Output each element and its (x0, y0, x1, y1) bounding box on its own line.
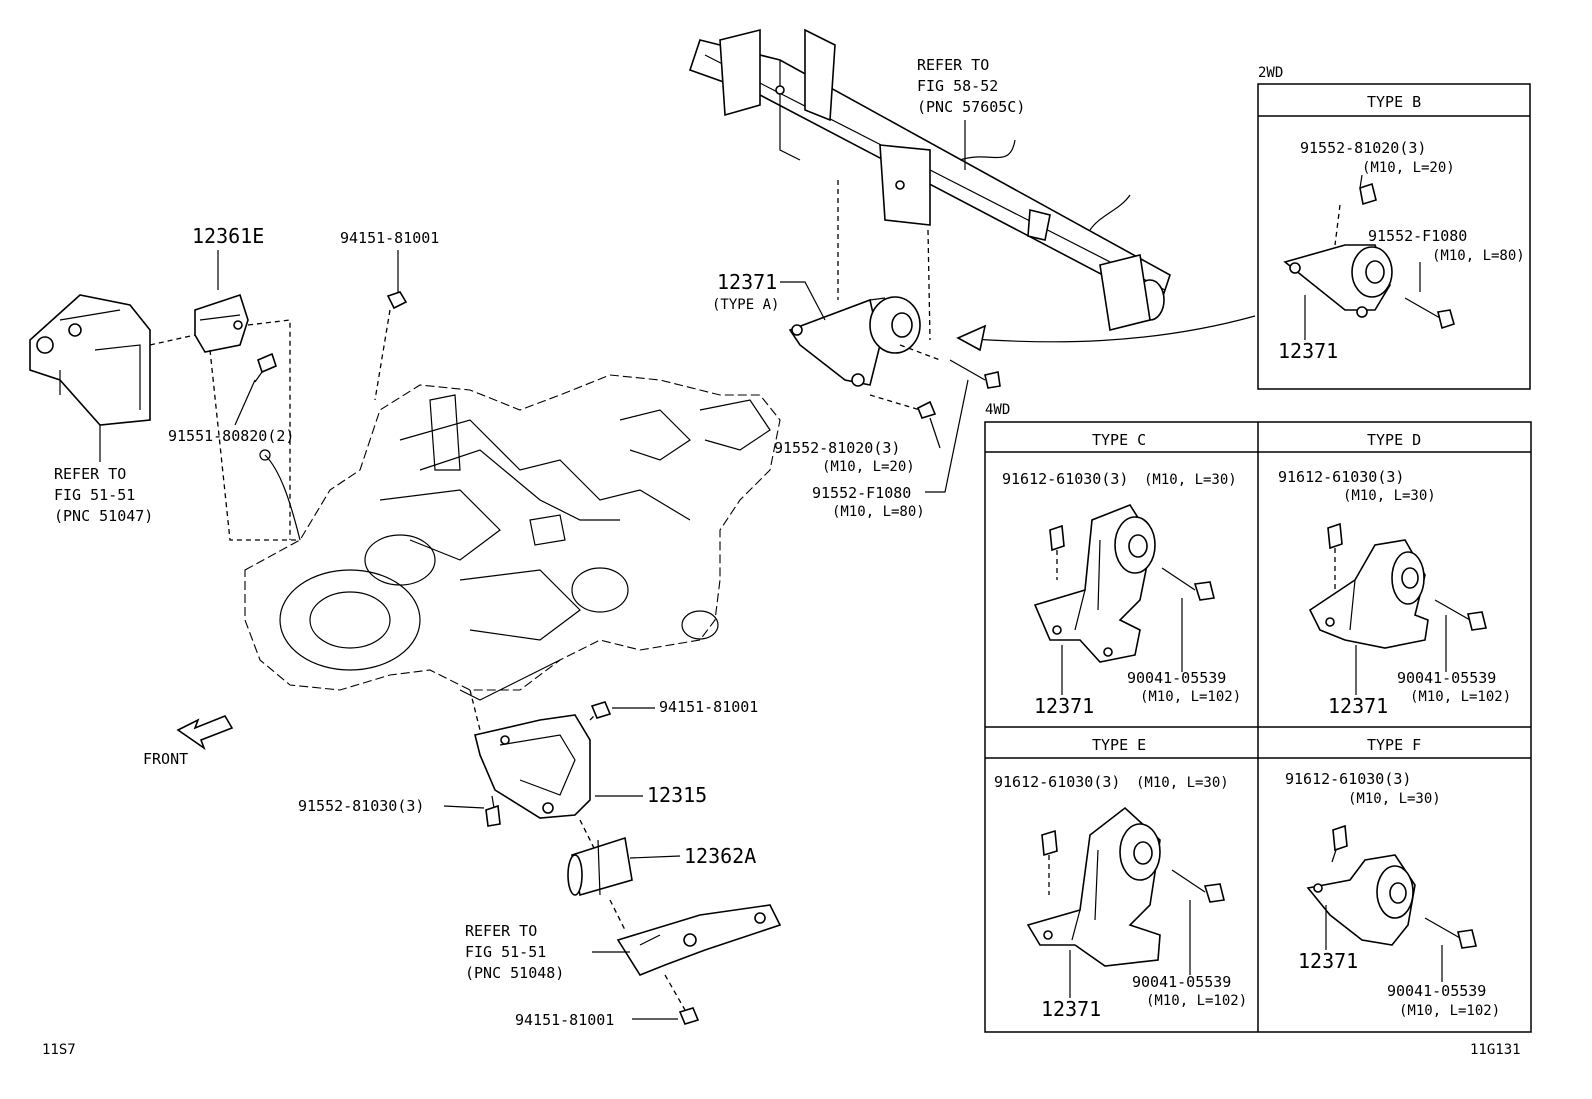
panel-4wd-heading: 4WD (985, 402, 1010, 418)
type-f-mount-drawing (1306, 824, 1477, 949)
type-f-part-label: 12371 (1298, 949, 1358, 973)
type-f-bolt2-label: 90041-05539 (1387, 982, 1486, 1000)
bolt-91552-81030-label: 91552-81030(3) (298, 797, 424, 815)
type-e-bolt1-spec: (M10, L=30) (1136, 775, 1229, 791)
type-b-title: TYPE B (1367, 93, 1421, 111)
nut-94151-bottom-label: 94151-81001 (515, 1011, 614, 1029)
footer-right-code: 11G131 (1470, 1042, 1521, 1058)
type-f-bolt1-spec: (M10, L=30) (1348, 791, 1441, 807)
bolt-91551-drawing (254, 352, 277, 383)
refer-bottom-line1: REFER TO (465, 922, 537, 940)
type-a-label: (TYPE A) (712, 297, 779, 313)
nut-94151-top-label: 94151-81001 (340, 229, 439, 247)
refer-left-line2: FIG 51-51 (54, 486, 135, 504)
refer-left-line1: REFER TO (54, 465, 126, 483)
part-12362a-label: 12362A (684, 844, 756, 868)
type-c-bolt2-label: 90041-05539 (1127, 669, 1226, 687)
refer-rear-line2: FIG 58-52 (917, 77, 998, 95)
refer-fig58-label: REFER TO FIG 58-52 (PNC 57605C) (917, 56, 1025, 170)
type-d-bolt2-label: 90041-05539 (1397, 669, 1496, 687)
type-b-bolt1-spec: (M10, L=20) (1362, 160, 1455, 176)
refer-left-line3: (PNC 51047) (54, 507, 153, 525)
left-mount-12361e-drawing (149, 293, 300, 541)
type-b-bolt1-label: 91552-81020(3) (1300, 139, 1426, 157)
type-e-bolt2-label: 90041-05539 (1132, 973, 1231, 991)
footer-left-code: 11S7 (42, 1042, 76, 1058)
bolt-91552-81020-spec: (M10, L=20) (822, 459, 915, 475)
part-12371-type-a-label: 12371 (717, 270, 777, 294)
bolt-91551-label: 91551-80820(2) (168, 427, 294, 445)
bolt-91552-f1080-label: 91552-F1080 (812, 484, 911, 502)
type-e-bolt1-label: 91612-61030(3) (994, 773, 1120, 791)
front-arrow-icon (176, 715, 234, 751)
type-b-part-label: 12371 (1278, 339, 1338, 363)
type-d-title: TYPE D (1367, 431, 1421, 449)
type-c-bolt1-spec: (M10, L=30) (1144, 472, 1237, 488)
type-f-bolt1-label: 91612-61030(3) (1285, 770, 1411, 788)
type-d-bolt1-label: 91612-61030(3) (1278, 468, 1404, 486)
type-e-title: TYPE E (1092, 736, 1146, 754)
type-d-mount-drawing (1308, 522, 1487, 649)
bracket-12315-drawing (474, 714, 591, 819)
nut-94151-mid-label: 94151-81001 (659, 698, 758, 716)
part-12315-label: 12315 (647, 783, 707, 807)
type-e-part-label: 12371 (1041, 997, 1101, 1021)
engine-drawing (244, 374, 781, 701)
nut-94151-top-drawing (374, 291, 408, 401)
rear-mount-type-a-drawing (788, 296, 921, 387)
type-e-mount-drawing (1026, 806, 1225, 967)
type-b-bolt2-label: 91552-F1080 (1368, 227, 1467, 245)
nut-94151-mid-drawing (590, 701, 612, 719)
panel-2wd-box (1257, 83, 1531, 390)
refer-bottom-line2: FIG 51-51 (465, 943, 546, 961)
type-d-bolt1-spec: (M10, L=30) (1343, 488, 1436, 504)
type-f-title: TYPE F (1367, 736, 1421, 754)
type-d-part-label: 12371 (1328, 694, 1388, 718)
panel-2wd-heading: 2WD (1258, 65, 1283, 81)
type-c-mount-drawing (1033, 504, 1215, 663)
part-12361e-label: 12361E (192, 224, 264, 248)
bolt-91552-81020-label: 91552-81020(3) (774, 439, 900, 457)
type-f-bolt2-spec: (M10, L=102) (1399, 1003, 1500, 1019)
type-b-mount-drawing (1283, 174, 1455, 330)
front-label: FRONT (143, 750, 188, 768)
nut-94151-bottom-drawing (678, 1007, 700, 1025)
refer-rear-line1: REFER TO (917, 56, 989, 74)
type-e-bolt2-spec: (M10, L=102) (1146, 993, 1247, 1009)
refer-bottom-line3: (PNC 51048) (465, 964, 564, 982)
type-c-part-label: 12371 (1034, 694, 1094, 718)
type-b-bolt2-spec: (M10, L=80) (1432, 248, 1525, 264)
bolt-91552-81030-drawing (485, 795, 501, 827)
plate-bracket-drawing (616, 904, 782, 976)
type-d-bolt2-spec: (M10, L=102) (1410, 689, 1511, 705)
crossmember-drawing (688, 28, 1171, 331)
type-c-title: TYPE C (1092, 431, 1146, 449)
type-c-bolt1-label: 91612-61030(3) (1002, 470, 1128, 488)
left-mount-bracket-drawing (29, 294, 151, 426)
bolt-91552-f1080-spec: (M10, L=80) (832, 504, 925, 520)
refer-rear-line3: (PNC 57605C) (917, 98, 1025, 116)
type-b-reference-arrow (959, 315, 1256, 343)
insulator-12362a-drawing (567, 836, 633, 897)
type-c-bolt2-spec: (M10, L=102) (1140, 689, 1241, 705)
rear-mount-bolts-drawing (869, 344, 1001, 419)
